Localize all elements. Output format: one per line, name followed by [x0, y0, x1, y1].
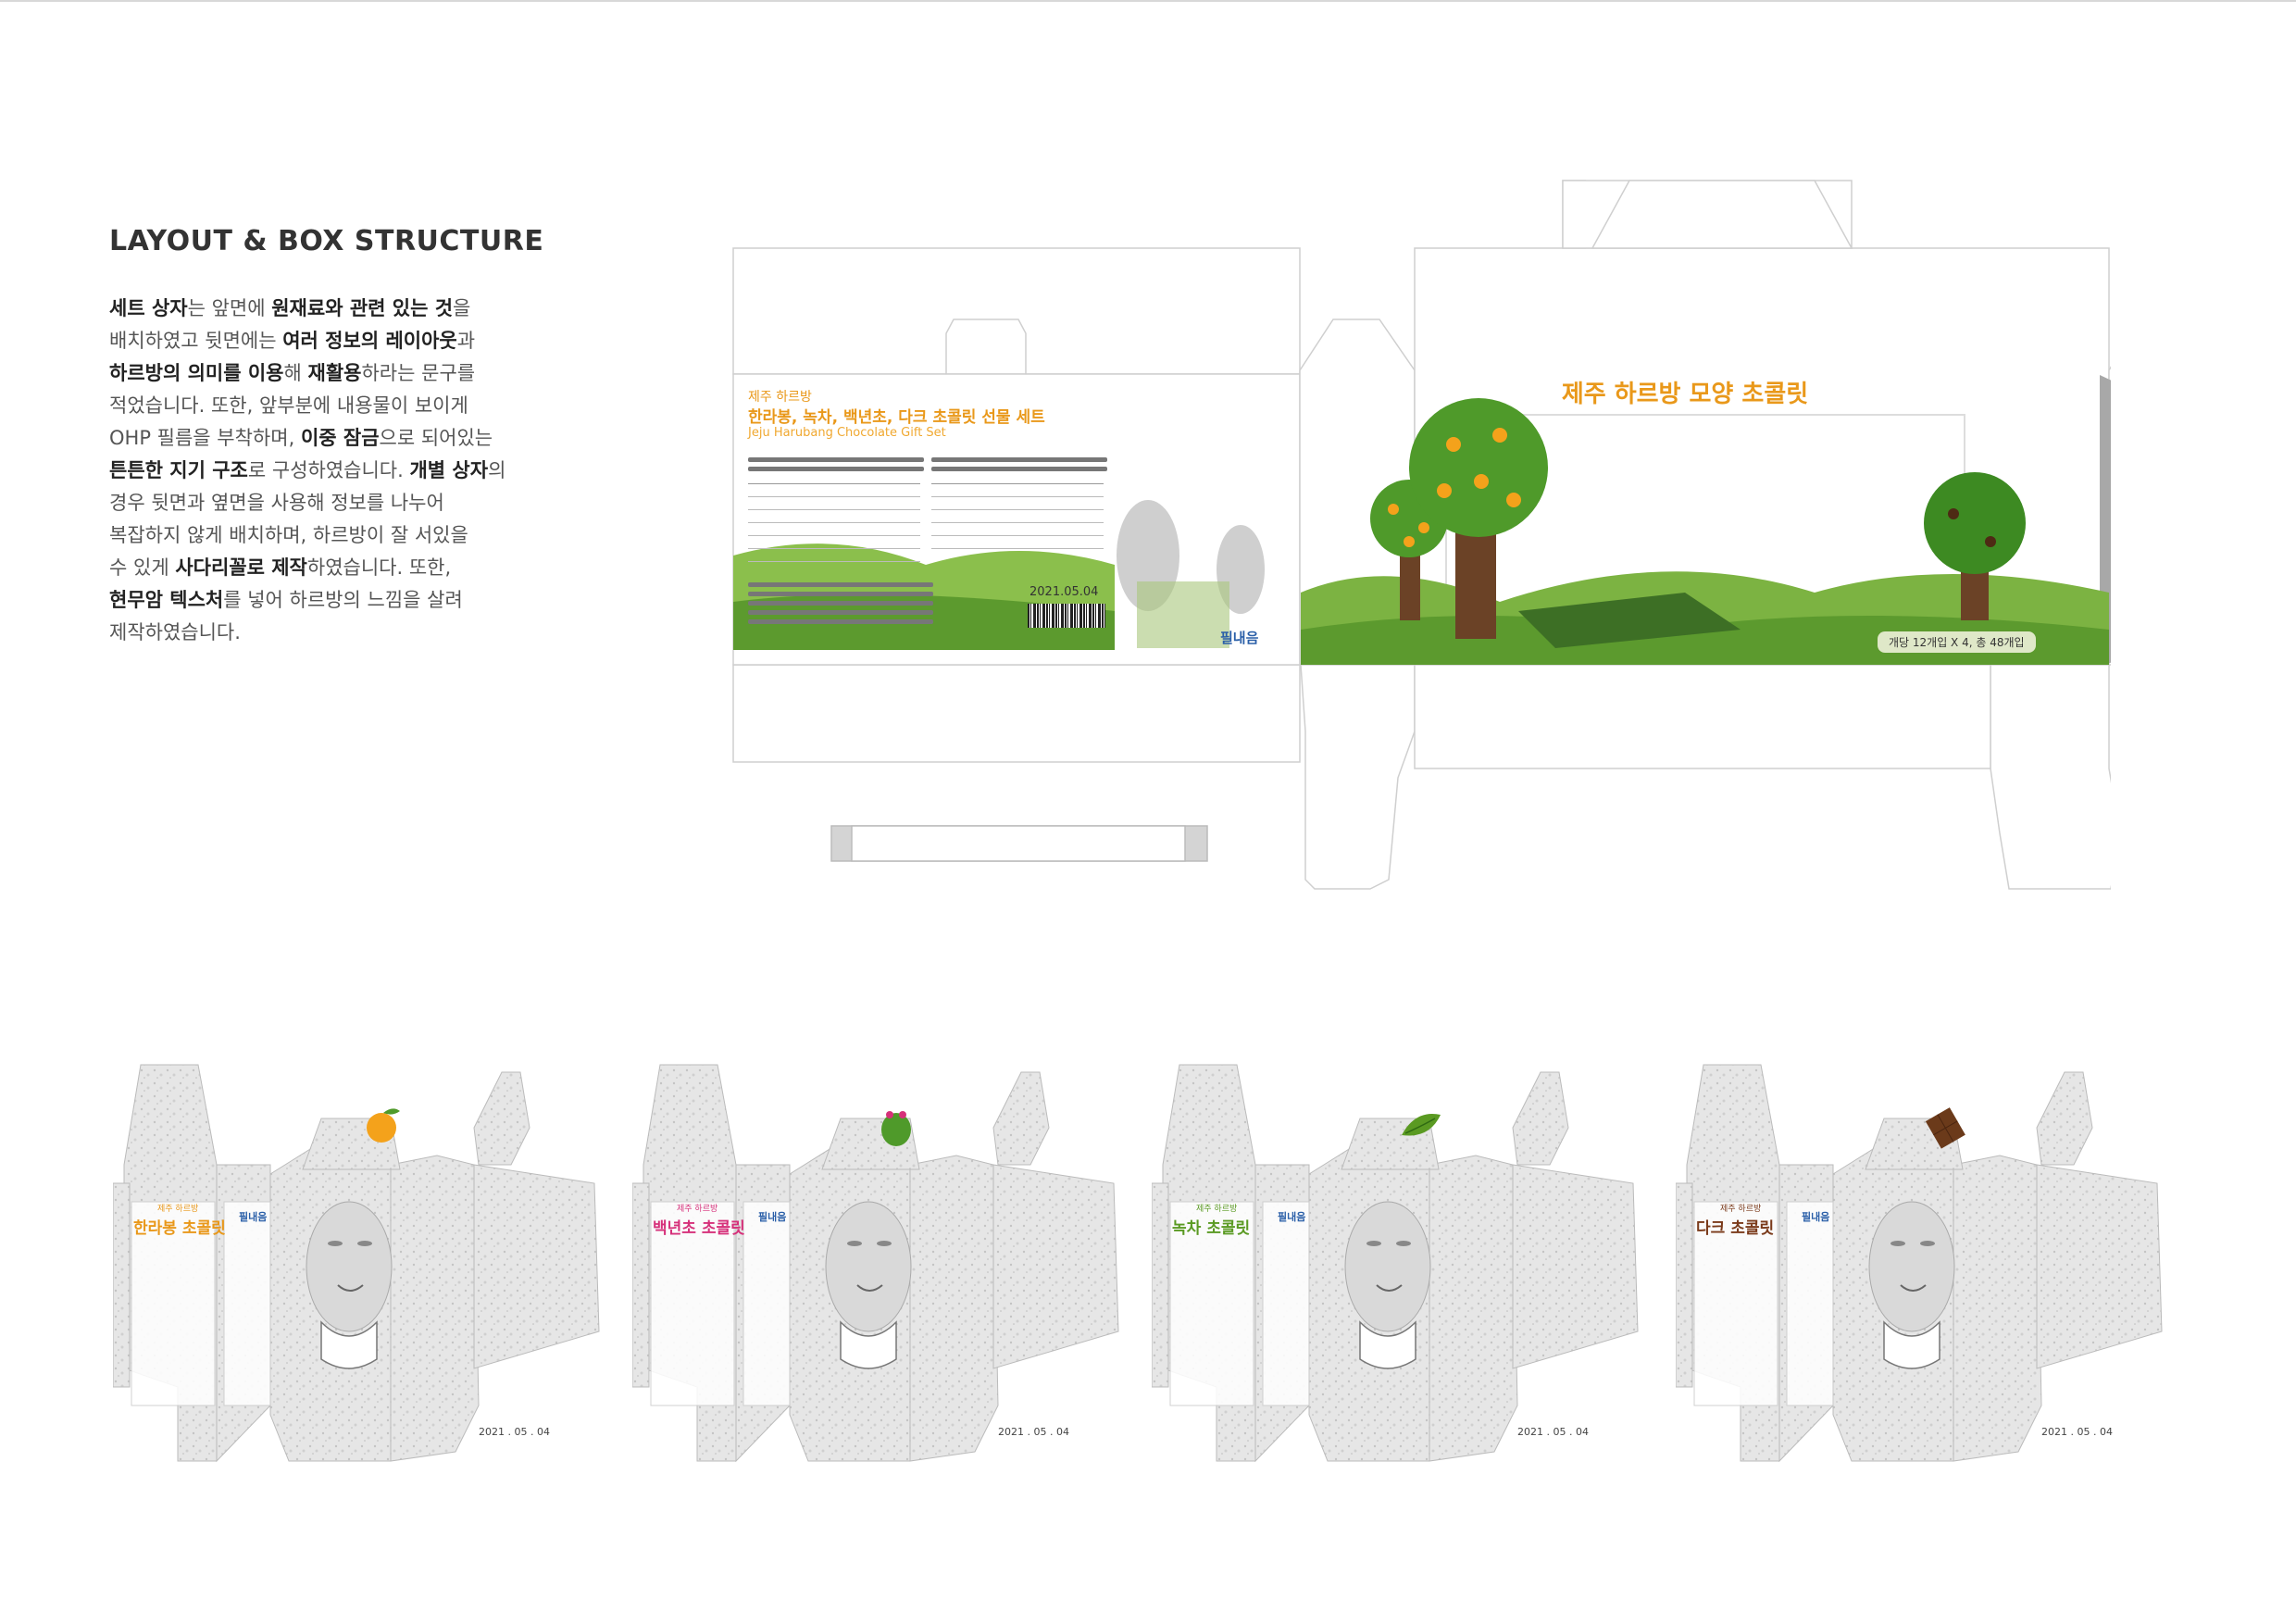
product-info-table	[748, 483, 920, 562]
description-segment: 튼튼한 지기 구조	[109, 459, 248, 481]
description-segment: 하라는 문구를	[361, 362, 476, 384]
text-line	[748, 457, 924, 462]
description-segment: 현무암 텍스처	[109, 589, 224, 611]
green-tea-leaf-icon	[1402, 1113, 1441, 1136]
cactus-icon	[881, 1111, 911, 1146]
text-line	[931, 457, 1107, 462]
intro-section: LAYOUT & BOX STRUCTURE 세트 상자는 앞면에 원재료와 관…	[109, 225, 554, 649]
box-product-name: 녹차 초콜릿	[1172, 1219, 1251, 1238]
description-segment: 이중 잠금	[300, 427, 380, 449]
box-production-date: 2021 . 05 . 04	[998, 1426, 1069, 1438]
description-segment: 를 넣어 하르방의 느낌을 살려	[223, 589, 463, 611]
box-production-date: 2021 . 05 . 04	[1517, 1426, 1589, 1438]
box-brand-logo: 필내음	[1802, 1211, 1830, 1223]
description-segment: 세트 상자	[109, 297, 188, 319]
orange-icon	[367, 1108, 400, 1143]
description-segment: 배치하였고 뒷면에는	[109, 330, 283, 352]
box-brand-logo: 필내음	[1278, 1211, 1306, 1223]
text-line	[748, 592, 933, 596]
set-box-back-panel: 제주 하르방 한라봉, 녹차, 백년초, 다크 초콜릿 선물 세트 Jeju H…	[733, 374, 1115, 650]
quantity-tag: 개당 12개입 X 4, 총 48개입	[1878, 631, 2036, 653]
box-brand-logo: 필내음	[758, 1211, 787, 1223]
individual-box-dieline	[1151, 1064, 1639, 1463]
description-segment: 경우 뒷면과 옆면을 사용해 정보를 나누어	[109, 492, 444, 514]
chocolate-bar-icon	[1925, 1107, 1965, 1149]
box-subtitle: 제주 하르방	[677, 1205, 718, 1214]
brand-logo: 필내음	[1220, 630, 1259, 646]
box-product-name: 백년초 초콜릿	[653, 1219, 745, 1238]
description-segment: 하르방의 의미를 이용	[109, 362, 284, 384]
description-segment: 제작하였습니다.	[109, 621, 241, 643]
individual-box-dieline	[112, 1064, 600, 1463]
box-subtitle: 제주 하르방	[1196, 1205, 1238, 1214]
description-segment: 을	[453, 297, 471, 319]
box-production-date: 2021 . 05 . 04	[2041, 1426, 2113, 1438]
description-segment: 원재료와 관련 있는 것	[271, 297, 454, 319]
description-segment: 으로 되어있는	[379, 427, 493, 449]
production-date: 2021.05.04	[1029, 585, 1099, 599]
box-product-name: 한라봉 초콜릿	[133, 1219, 226, 1238]
set-box-dieline	[732, 180, 2111, 890]
back-subtitle: 제주 하르방	[748, 390, 812, 405]
individual-box: 제주 하르방 백년초 초콜릿 필내음 2021 . 05 . 04	[631, 1054, 1123, 1470]
box-production-date: 2021 . 05 . 04	[479, 1426, 550, 1438]
box-product-name: 다크 초콜릿	[1696, 1219, 1775, 1238]
box-subtitle: 제주 하르방	[1720, 1205, 1762, 1214]
description-segment: OHP 필름을 부착하며,	[109, 427, 301, 449]
back-english-title: Jeju Harubang Chocolate Gift Set	[748, 426, 946, 440]
individual-box: 제주 하르방 한라봉 초콜릿 필내음 2021 . 05 . 04	[112, 1054, 604, 1470]
box-subtitle: 제주 하르방	[157, 1205, 199, 1214]
description-segment: 사다리꼴로 제작	[175, 556, 307, 579]
text-line	[931, 467, 1107, 471]
text-line	[748, 610, 933, 615]
box-brand-logo: 필내음	[239, 1211, 268, 1223]
description-segment: 로 구성하였습니다.	[247, 459, 410, 481]
description-segment: 적었습니다. 또한, 앞부분에 내용물이 보이게	[109, 394, 468, 417]
description-segment: 과	[456, 330, 476, 352]
description-segment: 개별 상자	[409, 459, 489, 481]
section-title: LAYOUT & BOX STRUCTURE	[109, 225, 544, 257]
description-segment: 하였습니다. 또한,	[306, 556, 452, 579]
description-segment: 여러 정보의 레이아웃	[282, 330, 457, 352]
back-title: 한라봉, 녹차, 백년초, 다크 초콜릿 선물 세트	[748, 408, 1045, 427]
text-line	[748, 619, 933, 624]
description-segment: 의	[488, 459, 506, 481]
individual-box: 제주 하르방 녹차 초콜릿 필내음 2021 . 05 . 04	[1151, 1054, 1642, 1470]
individual-box-dieline	[631, 1064, 1119, 1463]
nutrition-table	[931, 483, 1104, 549]
front-title: 제주 하르방 모양 초콜릿	[1561, 381, 1809, 408]
description-segment: 복잡하지 않게 배치하며, 하르방이 잘 서있을	[109, 524, 468, 546]
text-line	[748, 601, 933, 606]
description-segment: 재활용	[307, 362, 362, 384]
text-line	[748, 467, 924, 471]
description-segment: 는 앞면에	[187, 297, 272, 319]
top-divider	[0, 0, 2296, 2]
text-line	[748, 582, 933, 587]
individual-box-dieline	[1675, 1064, 2163, 1463]
barcode	[1028, 604, 1105, 628]
individual-box: 제주 하르방 다크 초콜릿 필내음 2021 . 05 . 04	[1675, 1054, 2166, 1470]
description-segment: 해	[283, 362, 308, 384]
description-segment: 수 있게	[109, 556, 176, 579]
